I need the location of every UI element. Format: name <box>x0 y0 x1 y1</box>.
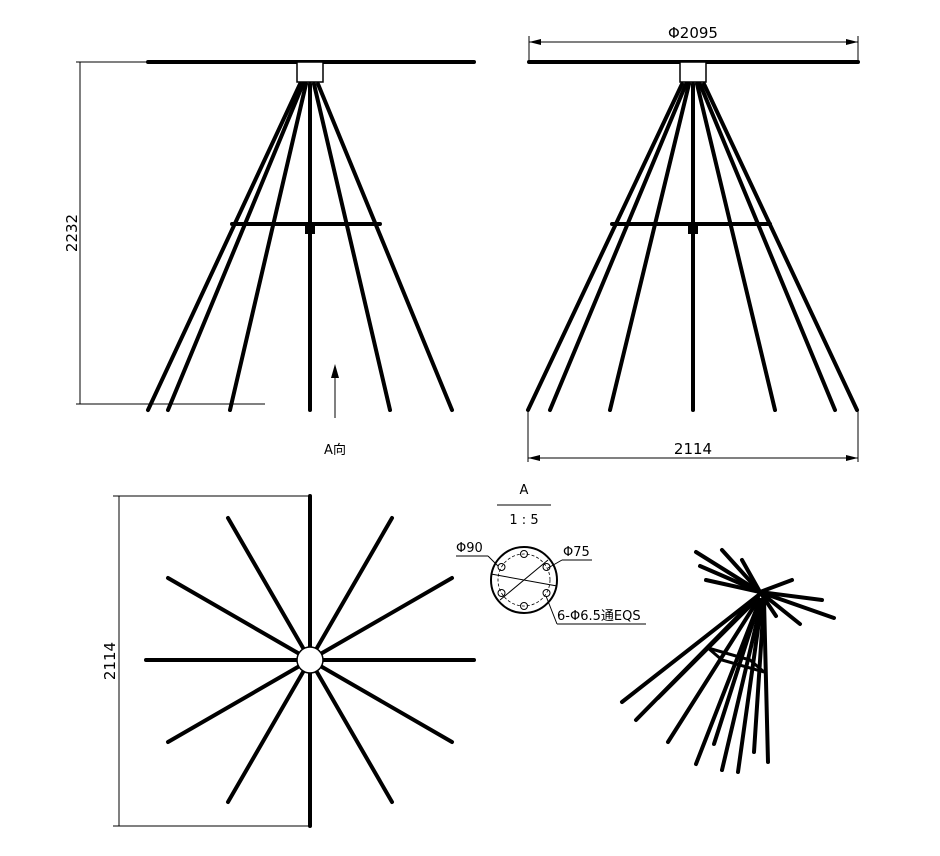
iso-spoke <box>758 590 836 620</box>
detail-scale: 1 : 5 <box>509 513 538 528</box>
bolt-hole <box>520 550 528 558</box>
bolt-hole <box>497 589 506 597</box>
callout-leader <box>547 559 563 569</box>
dim-arrow <box>529 39 541 45</box>
spoke <box>308 516 394 662</box>
spoke <box>308 576 454 662</box>
iso-leg <box>712 598 762 746</box>
iso-spoke <box>704 578 762 594</box>
mid-clamp <box>305 222 315 234</box>
hub-block <box>296 61 324 83</box>
iso-leg <box>762 598 770 764</box>
plan-view: 2114 <box>101 494 476 828</box>
iso-spoke <box>758 590 778 618</box>
side-hub-block <box>679 61 707 83</box>
iso-spoke <box>758 590 802 626</box>
isometric-view <box>620 548 836 774</box>
side-leg-3 <box>608 82 691 412</box>
spoke <box>166 658 312 744</box>
leg-1 <box>146 82 302 412</box>
dim-arrow <box>846 39 858 45</box>
base-dimension-text: 2114 <box>674 440 712 458</box>
spoke <box>226 516 312 662</box>
bolt-hole <box>520 602 528 610</box>
side-leg-1 <box>526 82 684 412</box>
iso-leg <box>752 598 766 754</box>
leg-3 <box>228 82 308 412</box>
iso-leg <box>736 598 764 774</box>
detail-title: A <box>520 483 529 498</box>
spoke <box>308 658 454 744</box>
plan-hub <box>296 646 324 674</box>
leader-cross <box>499 559 549 601</box>
diameter-dimension-text: Φ2095 <box>668 24 718 42</box>
spoke <box>308 658 394 804</box>
iso-leg <box>620 592 762 704</box>
spoke <box>166 576 312 662</box>
side-leg-6 <box>698 82 837 412</box>
side-legs <box>526 82 859 412</box>
view-label: A向 <box>324 442 346 458</box>
iso-legs <box>620 592 770 774</box>
leg-5 <box>312 82 392 412</box>
dim-arrow <box>846 455 858 461</box>
iso-spoke <box>698 564 762 594</box>
front-legs <box>146 82 454 412</box>
detail-a: A 1 : 5 Φ90 Φ75 6-Φ6.5通EQS <box>456 483 646 625</box>
bolt-circle <box>497 553 551 607</box>
iso-top-spokes <box>694 548 836 626</box>
bolt-hole <box>497 563 506 571</box>
callout-leader <box>487 555 499 567</box>
iso-spoke <box>740 558 762 594</box>
iso-spoke <box>758 578 794 594</box>
iso-leg <box>720 598 764 772</box>
view-arrow-head <box>331 364 339 378</box>
side-view: Φ2095 2114 <box>526 24 860 462</box>
spoke <box>226 658 312 804</box>
side-mid-clamp <box>688 222 698 234</box>
height-dimension-text: 2232 <box>63 214 81 252</box>
iso-leg <box>666 598 760 744</box>
plan-spokes <box>144 494 476 828</box>
front-view: 2232 A向 <box>63 60 476 458</box>
dim-arrow <box>528 455 540 461</box>
side-leg-2 <box>548 82 688 412</box>
iso-mid-ring <box>707 646 765 674</box>
side-leg-5 <box>695 82 777 412</box>
leg-6 <box>316 82 454 412</box>
holes-callout: 6-Φ6.5通EQS <box>557 609 641 624</box>
side-leg-7 <box>702 82 859 412</box>
plan-dimension-text: 2114 <box>101 642 119 680</box>
callout-leader <box>545 595 558 625</box>
iso-spoke <box>720 548 762 594</box>
iso-spoke <box>758 590 824 602</box>
outer-dia-callout: Φ90 <box>456 541 483 556</box>
bolt-circle-callout: Φ75 <box>563 545 590 560</box>
leg-2 <box>166 82 305 412</box>
